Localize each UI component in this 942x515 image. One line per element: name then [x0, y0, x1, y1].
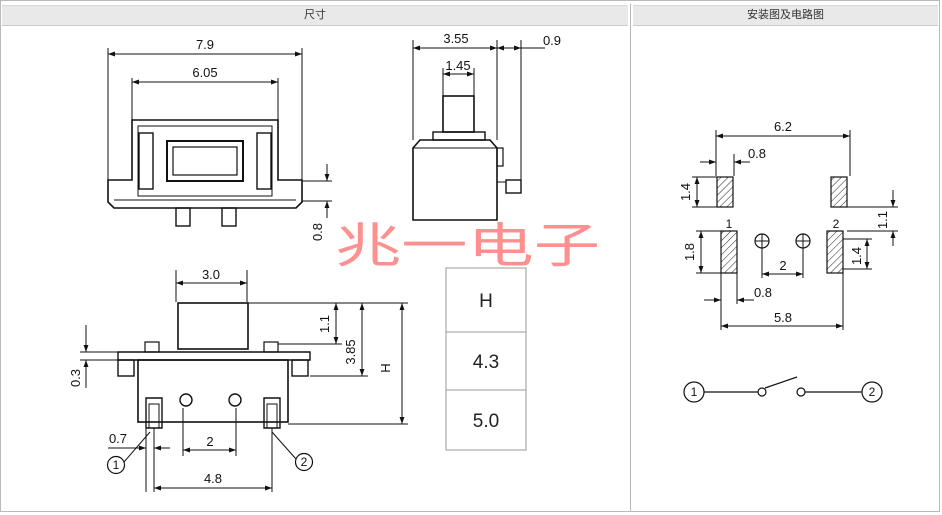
tab-height-label: 0.8	[310, 223, 325, 241]
panel-divider	[630, 4, 631, 511]
pin1-marker: 1	[113, 458, 120, 472]
pcb-bottom-pad-height-left-label: 1.8	[682, 243, 697, 261]
height-table-header: H	[479, 291, 493, 312]
pin2-marker: 2	[301, 455, 308, 469]
height-table-row: 4.3	[473, 352, 499, 373]
pcb-bottom-pad-width-label: 0.8	[754, 285, 772, 300]
watermark-text: 兆一电子	[335, 218, 600, 274]
pcb-hole-pitch-label: 2	[779, 258, 786, 273]
pcb-overall-width-label: 6.2	[774, 119, 792, 134]
pcb-layout	[692, 130, 898, 330]
side-protrusion-label: 0.9	[543, 33, 561, 48]
height-to-top-label: 3.85	[343, 339, 358, 364]
pcb-top-pad-width-label: 0.8	[748, 146, 766, 161]
height-table-row: 5.0	[473, 411, 499, 432]
side-view	[412, 40, 545, 221]
front-knob-width-label: 3.0	[202, 267, 220, 282]
circuit-terminal1-label: 1	[691, 385, 698, 399]
dimensions-header: 尺寸	[2, 5, 628, 26]
pcb-bottom-span-label: 5.8	[774, 310, 792, 325]
pin-pitch-label: 2	[206, 434, 213, 449]
circuit-diagram	[683, 376, 883, 403]
pcb-bottom-pad-height-right-label: 1.4	[849, 247, 864, 265]
inner-width-label: 6.05	[192, 65, 217, 80]
pin-span-label: 4.8	[204, 471, 222, 486]
height-table	[445, 267, 527, 451]
knob-height-label: 1.1	[317, 315, 332, 333]
pcb-top-pad-height-label: 1.4	[678, 183, 693, 201]
pin-width-label: 0.7	[109, 431, 127, 446]
pcb-pad1-label: 1	[726, 217, 733, 231]
pcb-top-gap-label: 1.1	[875, 211, 890, 229]
side-body-width-label: 3.55	[443, 31, 468, 46]
total-height-label: H	[378, 363, 393, 372]
front-view	[80, 270, 408, 492]
lead-offset-label: 0.3	[68, 369, 83, 387]
top-view	[107, 48, 332, 227]
side-knob-width-label: 1.45	[445, 58, 470, 73]
circuit-terminal2-label: 2	[869, 385, 876, 399]
layout-header: 安装图及电路图	[633, 5, 938, 26]
pcb-pad2-label: 2	[833, 217, 840, 231]
overall-width-label: 7.9	[196, 37, 214, 52]
